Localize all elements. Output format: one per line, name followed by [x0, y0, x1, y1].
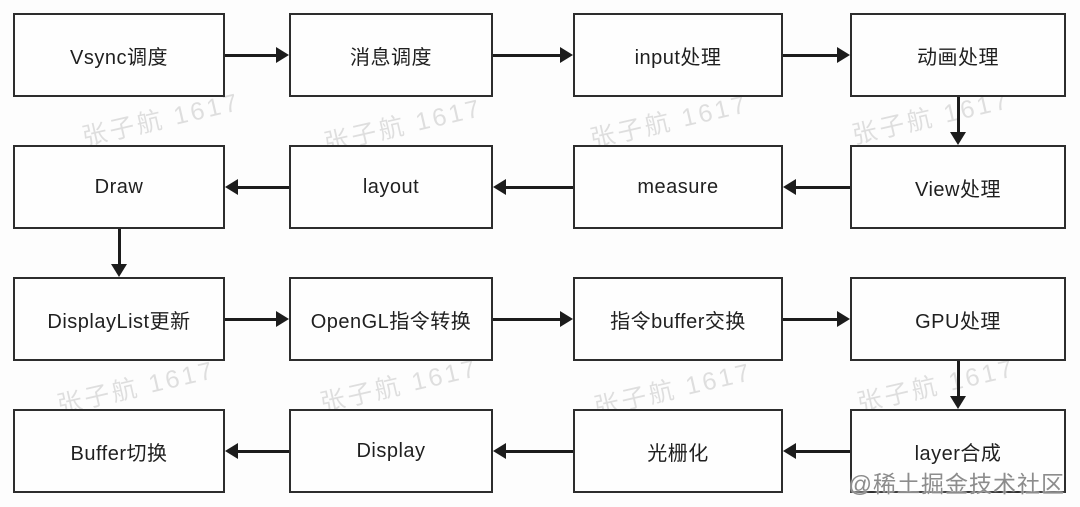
flow-node-measure: measure: [573, 145, 783, 229]
flow-node-gpu-handling: GPU处理: [850, 277, 1066, 361]
flow-node-layer-composite: layer合成: [850, 409, 1066, 493]
arrow-right-icon: [493, 318, 560, 321]
flow-node-rasterization: 光栅化: [573, 409, 783, 493]
flow-node-display: Display: [289, 409, 493, 493]
community-credit-watermark: @稀土掘金技术社区: [848, 471, 1065, 497]
flow-node-message-scheduling: 消息调度: [289, 13, 493, 97]
flow-node-displaylist-update: DisplayList更新: [13, 277, 225, 361]
arrow-right-icon: [225, 54, 276, 57]
arrow-left-icon: [796, 186, 850, 189]
flow-node-layout: layout: [289, 145, 493, 229]
arrow-left-icon: [506, 450, 573, 453]
arrow-right-icon: [783, 54, 837, 57]
arrow-left-icon: [506, 186, 573, 189]
flow-node-opengl-conversion: OpenGL指令转换: [289, 277, 493, 361]
arrow-down-icon: [118, 229, 121, 264]
arrow-right-icon: [225, 318, 276, 321]
arrow-right-icon: [783, 318, 837, 321]
flow-node-animation-handling: 动画处理: [850, 13, 1066, 97]
arrow-down-icon: [957, 97, 960, 132]
flow-node-buffer-switch: Buffer切换: [13, 409, 225, 493]
arrow-down-icon: [957, 361, 960, 396]
arrow-left-icon: [238, 450, 289, 453]
flow-node-draw: Draw: [13, 145, 225, 229]
arrow-left-icon: [796, 450, 850, 453]
flow-node-view-handling: View处理: [850, 145, 1066, 229]
flow-node-vsync-scheduling: Vsync调度: [13, 13, 225, 97]
arrow-right-icon: [493, 54, 560, 57]
flow-node-input-handling: input处理: [573, 13, 783, 97]
arrow-left-icon: [238, 186, 289, 189]
flow-node-command-buffer-swap: 指令buffer交换: [573, 277, 783, 361]
